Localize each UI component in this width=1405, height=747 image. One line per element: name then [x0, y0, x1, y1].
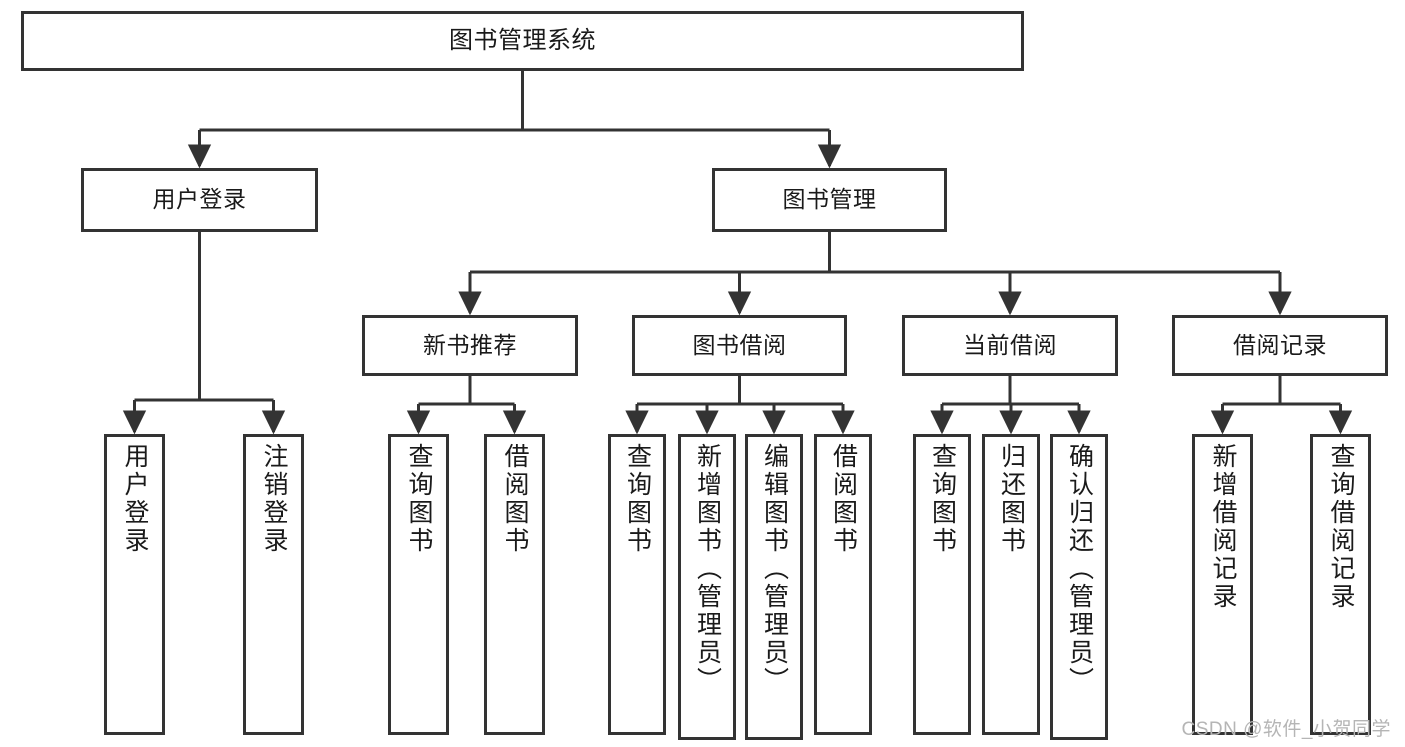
- node-label: 新书推荐: [423, 331, 517, 358]
- node-leaf-query-book-1[interactable]: 查询图书: [388, 434, 449, 735]
- node-label: 编辑图书（管理员）: [760, 443, 789, 695]
- node-label: 注销登录: [260, 443, 288, 555]
- node-borrow-record[interactable]: 借阅记录: [1172, 315, 1388, 376]
- node-leaf-add-book[interactable]: 新增图书（管理员）: [678, 434, 736, 740]
- node-current-borrow[interactable]: 当前借阅: [902, 315, 1118, 376]
- node-label: 借阅图书: [829, 443, 858, 555]
- node-label: 归还图书: [997, 443, 1026, 555]
- node-user-login[interactable]: 用户登录: [81, 168, 318, 232]
- node-label: 查询图书: [405, 443, 433, 555]
- node-leaf-borrow-book-2[interactable]: 借阅图书: [814, 434, 872, 735]
- node-label: 确认归还（管理员）: [1065, 443, 1094, 695]
- node-book-borrow[interactable]: 图书借阅: [632, 315, 847, 376]
- node-label: 新增图书（管理员）: [693, 443, 722, 695]
- node-leaf-query-book-3[interactable]: 查询图书: [913, 434, 971, 735]
- node-label: 图书管理系统: [449, 26, 596, 54]
- node-leaf-confirm-return[interactable]: 确认归还（管理员）: [1050, 434, 1108, 740]
- node-leaf-edit-book[interactable]: 编辑图书（管理员）: [745, 434, 803, 740]
- node-label: 图书借阅: [692, 331, 787, 358]
- node-leaf-user-logout[interactable]: 注销登录: [243, 434, 304, 735]
- node-root[interactable]: 图书管理系统: [21, 11, 1024, 71]
- node-label: 新增借阅记录: [1209, 443, 1237, 611]
- node-new-book-rec[interactable]: 新书推荐: [362, 315, 578, 376]
- node-label: 借阅图书: [501, 443, 529, 555]
- node-book-manage[interactable]: 图书管理: [712, 168, 947, 232]
- watermark-text: CSDN @软件_小贺同学: [1181, 719, 1391, 740]
- node-leaf-add-record[interactable]: 新增借阅记录: [1192, 434, 1253, 735]
- node-label: 用户登录: [121, 443, 149, 555]
- node-label: 查询借阅记录: [1327, 443, 1355, 611]
- node-leaf-query-record[interactable]: 查询借阅记录: [1310, 434, 1371, 735]
- node-leaf-query-book-2[interactable]: 查询图书: [608, 434, 666, 735]
- node-label: 当前借阅: [963, 331, 1057, 358]
- node-leaf-user-login[interactable]: 用户登录: [104, 434, 165, 735]
- node-leaf-borrow-book-1[interactable]: 借阅图书: [484, 434, 545, 735]
- node-leaf-return-book[interactable]: 归还图书: [982, 434, 1040, 735]
- node-label: 查询图书: [623, 443, 652, 555]
- node-label: 用户登录: [152, 186, 247, 213]
- node-label: 图书管理: [782, 186, 877, 213]
- node-label: 借阅记录: [1233, 331, 1327, 358]
- node-label: 查询图书: [928, 443, 957, 555]
